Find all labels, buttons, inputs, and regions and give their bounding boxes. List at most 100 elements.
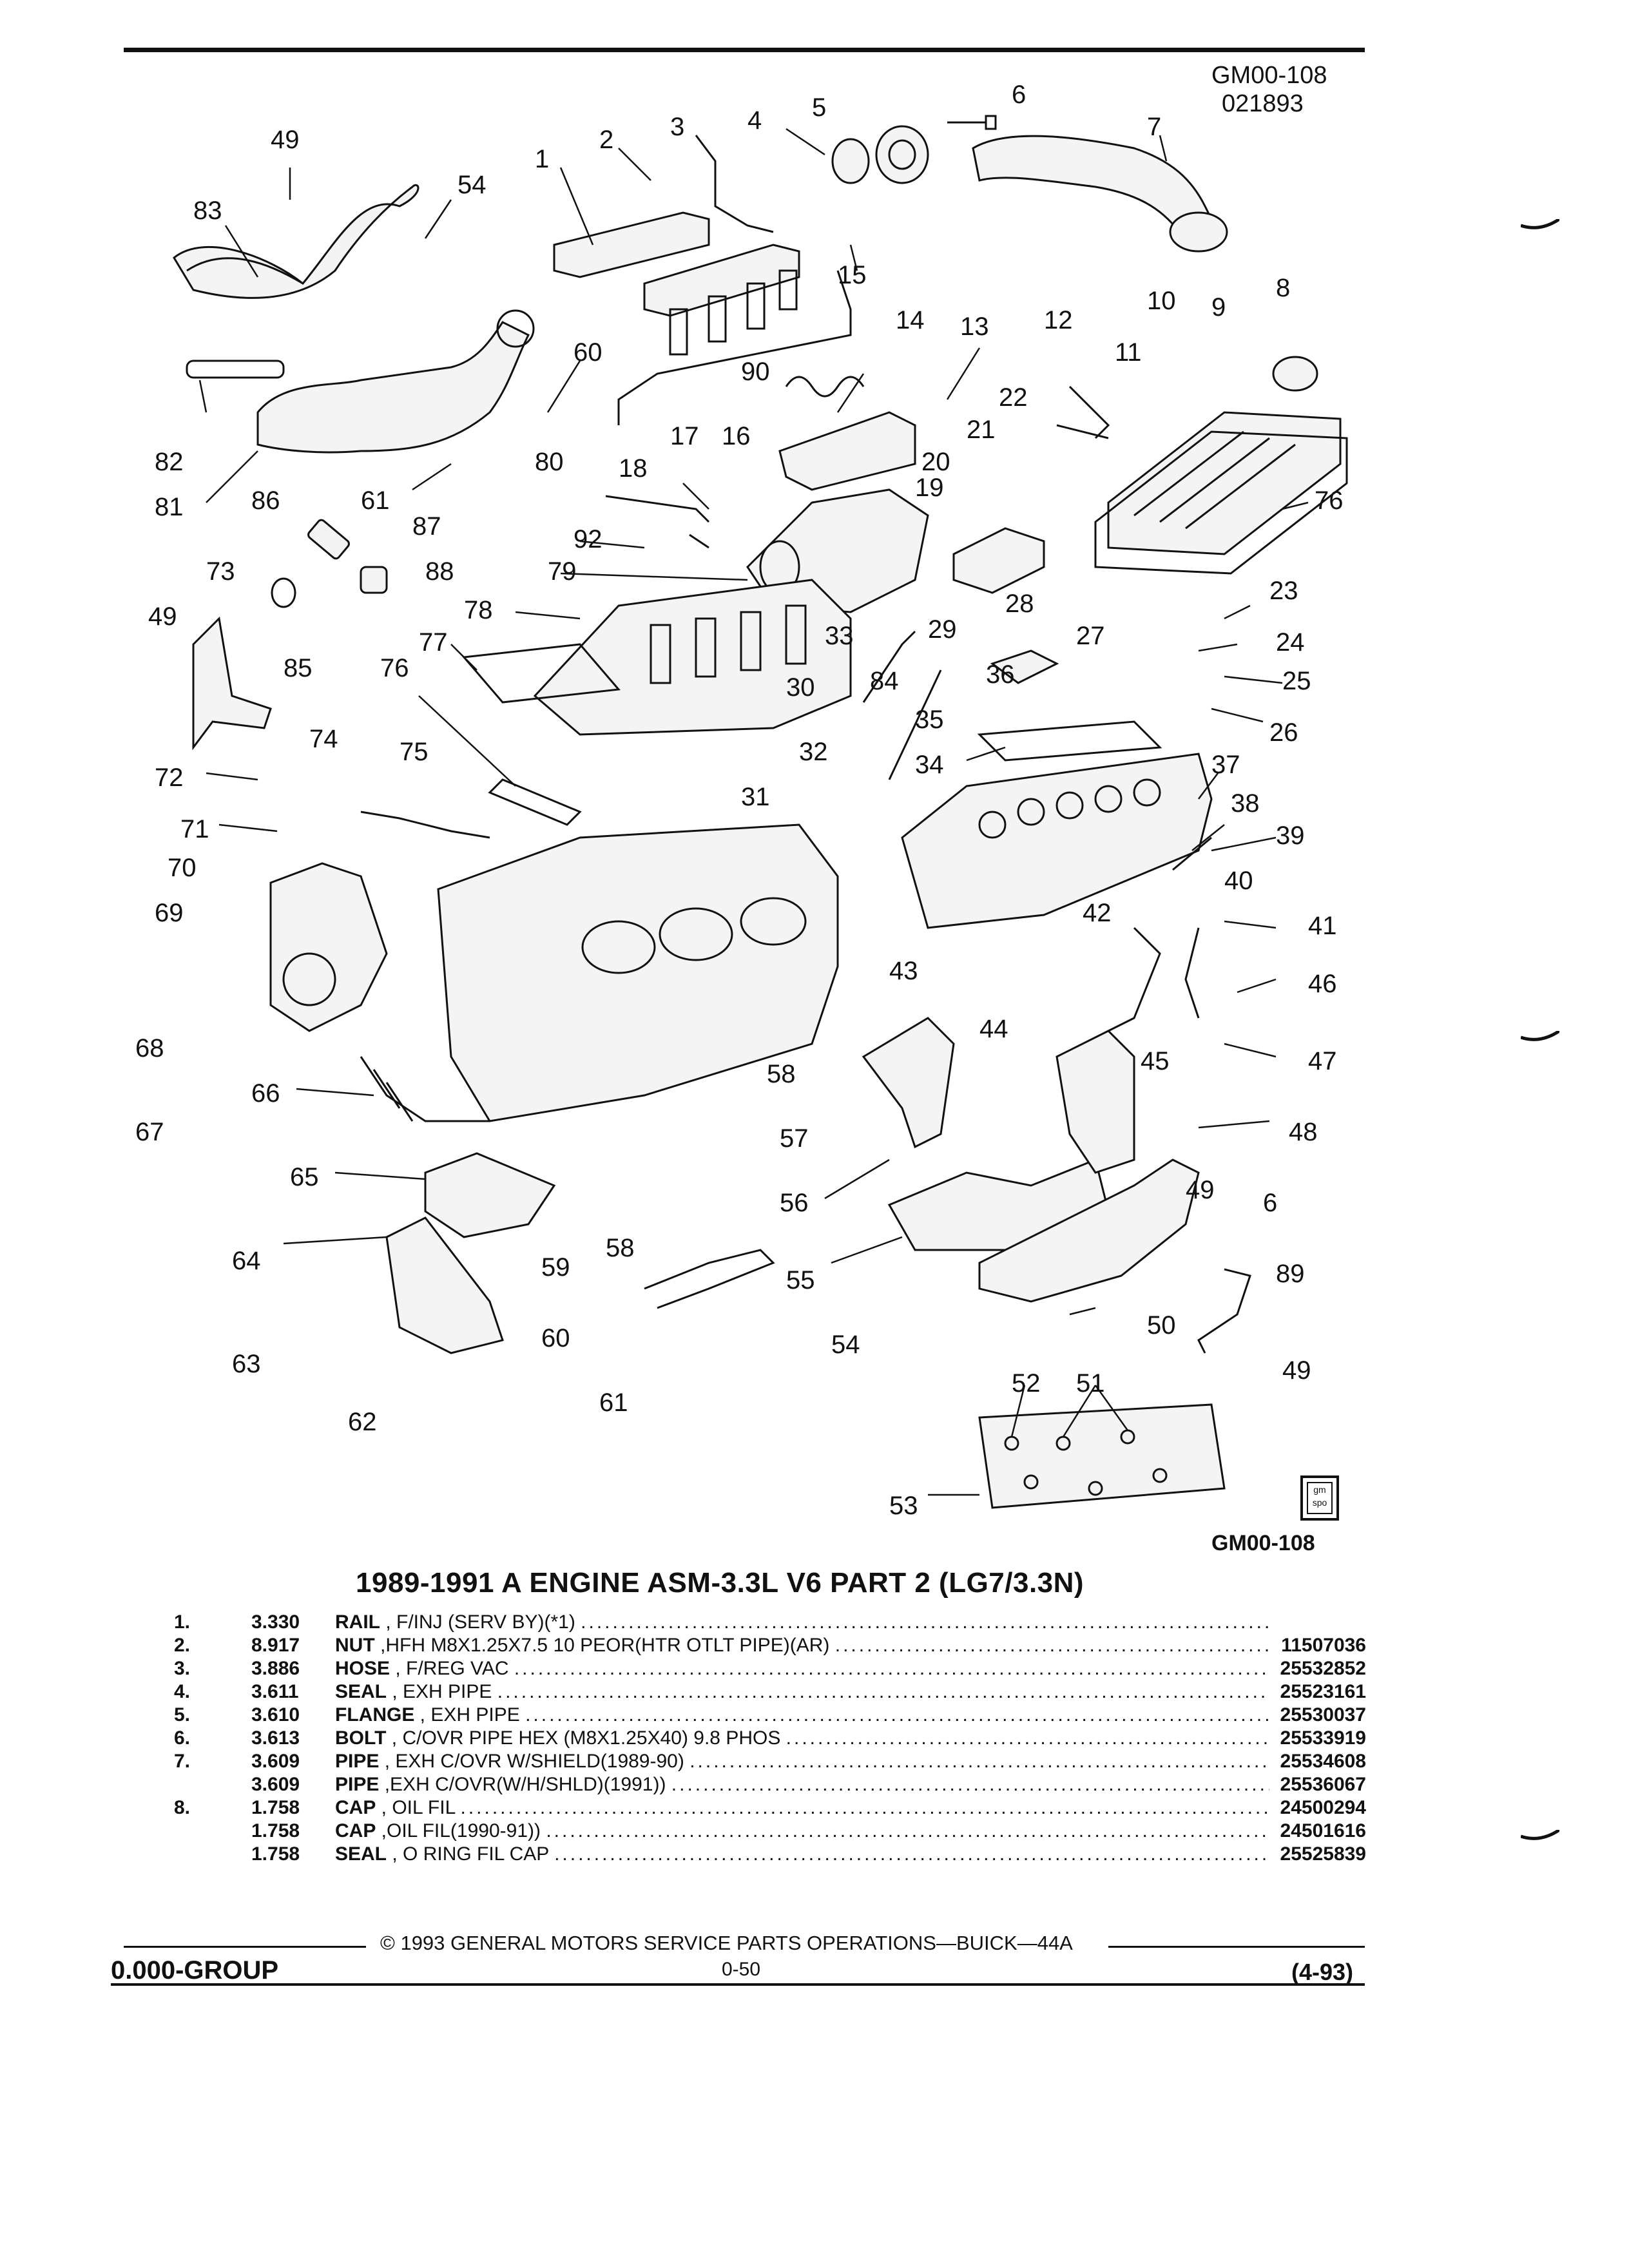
callout-label: 32 [799,738,828,766]
item-detail: , EXH C/OVR W/SHIELD(1989-90) [379,1751,690,1772]
callout-label: 8 [1276,274,1290,302]
item-description: FLANGE , EXH PIPE ......................… [335,1704,1269,1727]
callout-label: 64 [232,1247,261,1275]
callout-label: 2 [599,126,613,154]
callout-label: 92 [574,525,602,553]
callout-label: 58 [606,1234,635,1262]
part-35-pushrod [888,669,942,780]
callout-label: 89 [1276,1260,1305,1288]
dot-leader: ........................................… [786,1727,1269,1749]
callout-label: 70 [168,854,197,882]
callout-label: 23 [1269,577,1298,605]
item-description: CAP , OIL FIL ..........................… [335,1796,1269,1820]
callout-label: 66 [251,1079,280,1108]
item-level: 3.611 [251,1681,299,1702]
callout-label: 22 [999,383,1028,412]
callout-label: 85 [284,654,313,682]
part-3-hose [695,135,774,233]
callout-label: 31 [741,783,770,811]
part-37-cylinder-head [901,753,1213,929]
dot-leader: ........................................… [834,1635,1269,1656]
callout-label: 51 [1076,1369,1105,1398]
callout-label: 35 [915,706,944,734]
part-fuel-rail-2 [643,244,800,317]
binder-mark [1521,219,1559,229]
dot-leader: ........................................… [689,1751,1269,1772]
callout-label: 71 [180,815,209,843]
callout-label: 42 [1083,899,1112,927]
item-description: SEAL , EXH PIPE ........................… [335,1680,1269,1704]
gm-spo-logo: gm spo [1300,1475,1339,1521]
callout-label: 52 [1012,1369,1041,1398]
callout-label: 14 [896,306,925,334]
item-number: 7. [174,1751,191,1772]
item-description: SEAL , O RING FIL CAP ..................… [335,1843,1269,1866]
leader-lines [198,128,1309,1496]
callout-label: 49 [1186,1176,1215,1204]
callout-label: 6 [1263,1189,1277,1217]
part-number: 25530037 [1280,1704,1366,1725]
part-36-rocker [990,649,1059,684]
callout-label: 38 [1231,789,1260,818]
item-level: 3.886 [251,1658,300,1679]
part-73-bracket [192,616,272,751]
part-88-fitting [360,566,388,594]
part-77-gasket [462,643,621,704]
callout-label: 36 [986,660,1015,689]
item-detail: , EXH PIPE [387,1681,497,1702]
part-7-crossover-pipe [972,135,1213,233]
callout-label: 10 [1147,287,1176,315]
part-66-wires [360,1056,490,1122]
callout-label: 24 [1276,628,1305,657]
callout-label: 15 [838,261,867,289]
callout-label: 82 [155,448,184,476]
part-76-gasket [1094,430,1348,575]
item-number: 1. [174,1611,191,1633]
part-75-rail [488,778,582,826]
callout-label: 60 [574,338,602,367]
callout-label: 54 [831,1331,860,1359]
page-title: 1989-1991 A ENGINE ASM-3.3L V6 PART 2 (L… [356,1567,1084,1599]
item-number: 6. [174,1727,191,1749]
callout-label: 6 [1012,81,1026,109]
part-84-hose [862,630,916,703]
part-78-lower-intake [533,579,852,736]
callout-label: 17 [670,422,699,450]
item-level: 8.917 [251,1635,300,1656]
parts-row: 2. 8.917 NUT ,HFH M8X1.25X7.5 10 PEOR(HTR … [174,1634,1366,1657]
part-83-heat-shield [173,184,419,299]
item-description: CAP ,OIL FIL(1990-91)) .................… [335,1820,1269,1843]
item-number: 2. [174,1635,191,1656]
gm-spo-logo-text: gm spo [1307,1482,1333,1514]
callout-label: 12 [1044,306,1073,334]
callout-label: 61 [361,486,390,515]
callout-label: 1 [535,145,549,173]
callout-label: 47 [1308,1047,1337,1075]
callout-label: 53 [889,1492,918,1520]
part-48-pipe [978,1158,1200,1303]
callout-label: 67 [135,1118,164,1146]
part-82-sensor [186,360,285,379]
item-level: 1.758 [251,1820,300,1841]
callout-label: 37 [1211,751,1240,779]
part-number: 25523161 [1280,1681,1366,1702]
part-4-seal [831,138,870,184]
callout-label: 62 [348,1408,377,1436]
dot-leader: ........................................… [581,1611,1269,1633]
part-57-bracket [862,1017,955,1149]
part-drawings [173,115,1348,1509]
item-description: NUT ,HFH M8X1.25X7.5 10 PEOR(HTR OTLT PI… [335,1634,1269,1657]
part-14-bracket [778,411,916,491]
callout-label: 49 [271,126,300,154]
part-number: 11507036 [1281,1635,1366,1656]
callout-label: 5 [812,93,826,122]
callout-label: 3 [670,113,684,141]
callout-label: 75 [400,738,429,766]
header-code: GM00-108 [1211,62,1327,89]
dot-leader: ........................................… [546,1820,1269,1841]
item-number: 5. [174,1704,191,1725]
callout-label: 9 [1211,293,1226,322]
